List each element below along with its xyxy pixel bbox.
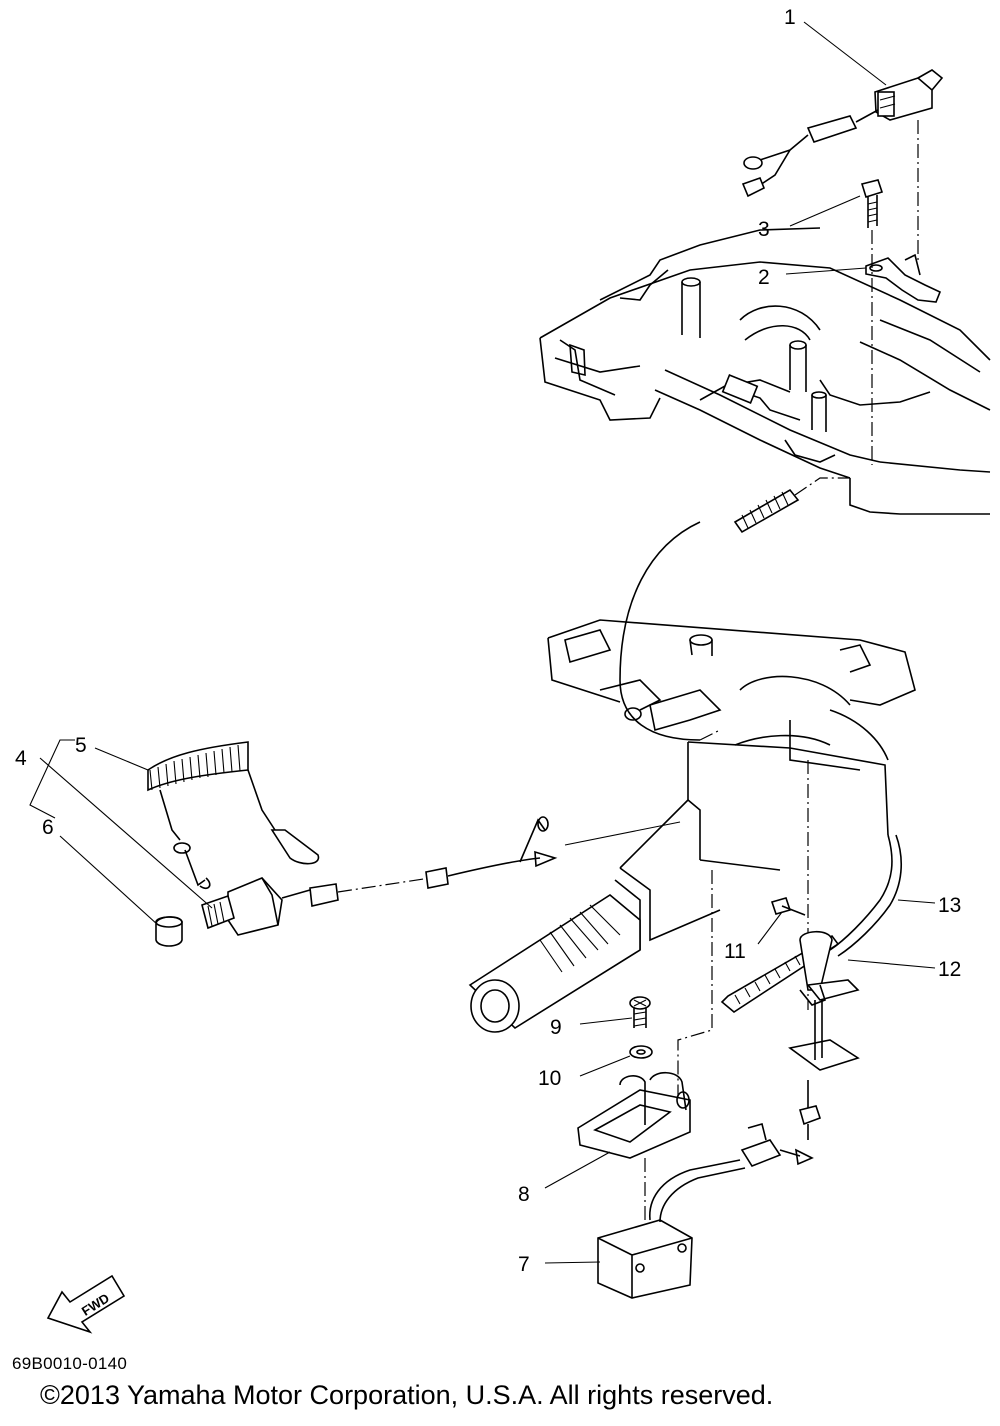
screw-part-11 — [770, 897, 806, 916]
pointer-line — [564, 821, 681, 846]
clamp-part-12 — [799, 930, 860, 1006]
bracket-plate-drawing — [788, 1000, 860, 1140]
callout-1: 1 — [784, 6, 796, 29]
tiller-handle-drawing — [468, 619, 916, 1110]
callout-12: 12 — [938, 958, 961, 981]
callout-10: 10 — [538, 1067, 561, 1090]
copyright-notice: ©2013 Yamaha Motor Corporation, U.S.A. A… — [40, 1380, 774, 1410]
callout-13: 13 — [938, 894, 961, 917]
callout-11: 11 — [724, 940, 746, 963]
bracket-part-2 — [865, 253, 942, 303]
leader-lines — [29, 21, 936, 1264]
cap-part-6 — [155, 916, 183, 947]
stop-switch-part-1 — [741, 69, 944, 198]
callout-9: 9 — [550, 1016, 562, 1039]
callout-8: 8 — [518, 1183, 530, 1206]
bottom-cowling-drawing — [539, 227, 991, 515]
callout-7: 7 — [518, 1253, 530, 1276]
callout-5: 5 — [75, 734, 87, 757]
diagram-code: 69B0010-0140 — [12, 1354, 128, 1373]
callout-labels: 1 2 3 4 5 6 7 8 9 10 11 12 13 — [15, 6, 961, 1276]
callout-6: 6 — [42, 816, 54, 839]
callout-3: 3 — [758, 218, 770, 241]
stop-switch-part-4 — [201, 816, 558, 936]
fwd-arrow: FWD — [46, 1274, 126, 1334]
callout-2: 2 — [758, 266, 770, 289]
cable-to-bracket — [619, 477, 850, 741]
unit-part-7 — [597, 1123, 814, 1299]
screw-part-9 — [629, 996, 651, 1028]
callout-4: 4 — [15, 747, 27, 770]
bolt-part-3 — [860, 179, 884, 228]
holder-part-8 — [577, 1071, 691, 1159]
lanyard-part-5 — [147, 741, 320, 890]
washer-part-10 — [629, 1045, 653, 1059]
